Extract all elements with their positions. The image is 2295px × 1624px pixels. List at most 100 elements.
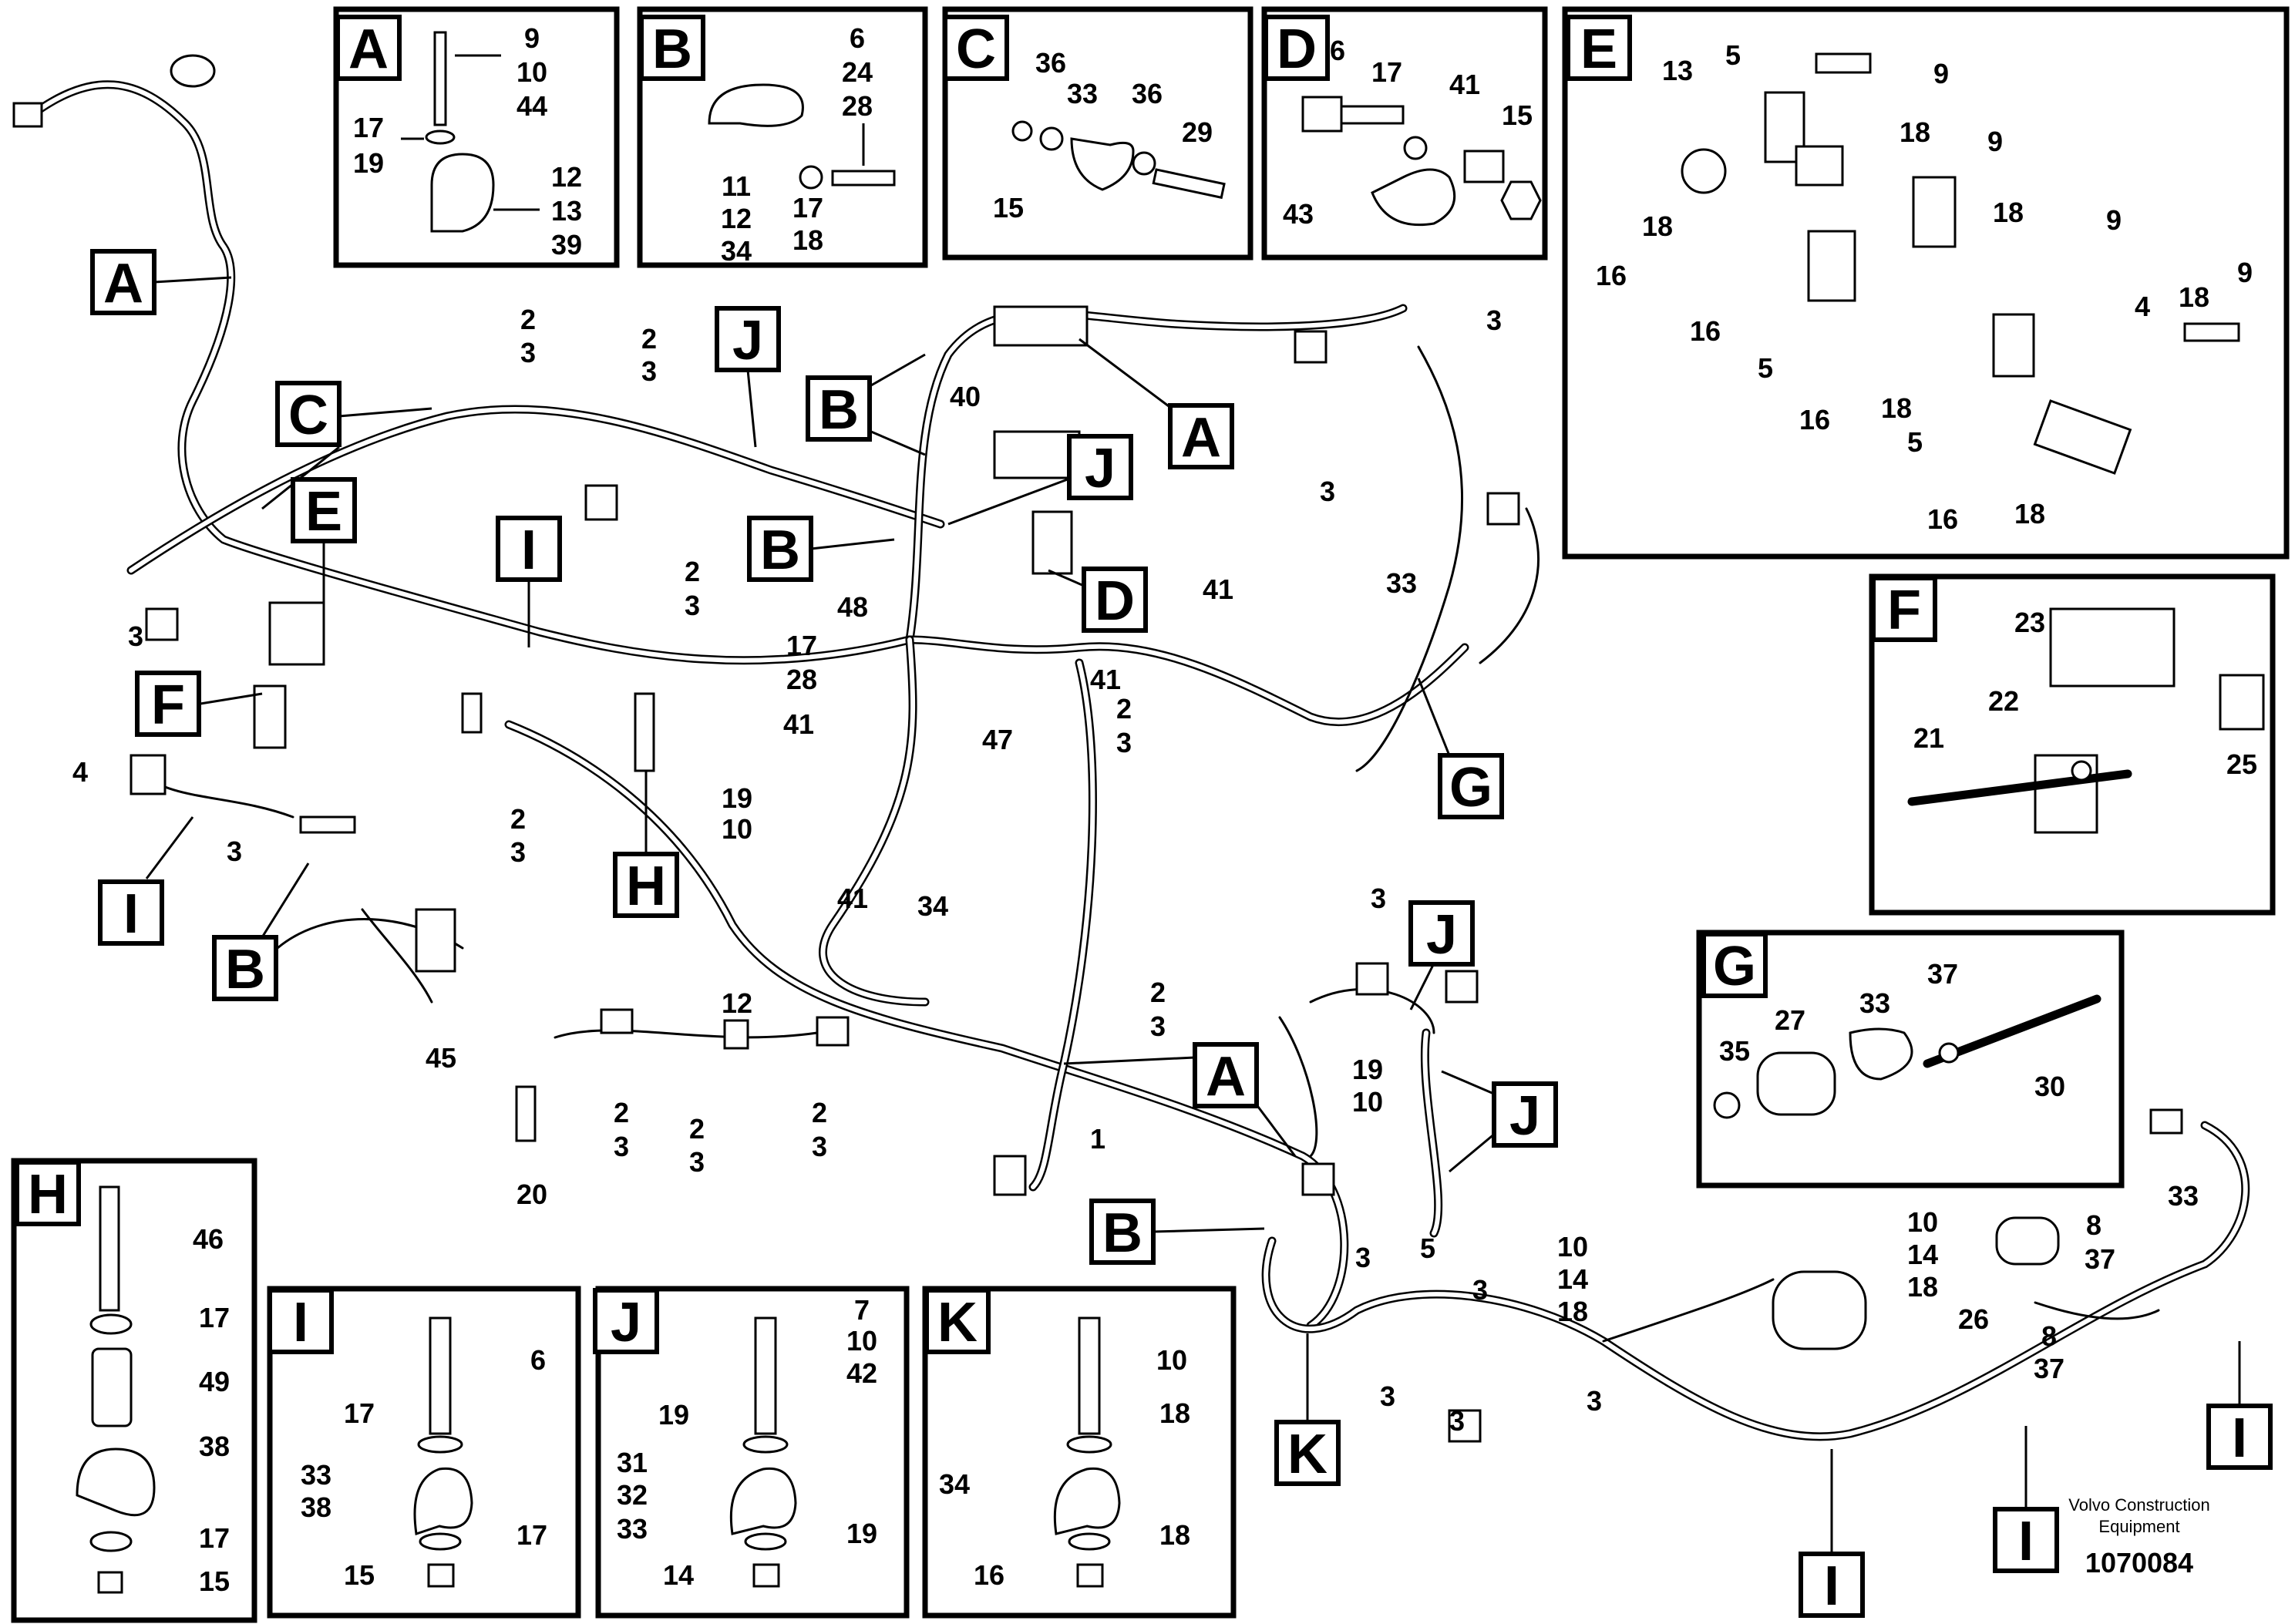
part-number-label: 3: [689, 1146, 705, 1178]
main-callout-box: [1089, 1199, 1156, 1265]
part-number-label: 12: [722, 987, 752, 1019]
part-number-label: 3: [812, 1131, 827, 1162]
part-number-label: 16: [1690, 315, 1721, 347]
part-number-label: 17: [353, 112, 384, 143]
main-callout-letter: G: [1449, 757, 1492, 819]
part-number-label: 15: [199, 1565, 230, 1597]
part-number-label: 48: [837, 591, 868, 623]
part-number-label: 7: [854, 1294, 870, 1326]
part-number-label: 2: [614, 1097, 629, 1128]
part-number-label: 29: [1182, 116, 1213, 148]
main-callout-h: H: [613, 852, 679, 918]
part-number-label: 3: [1150, 1010, 1166, 1042]
main-callout-b: B: [212, 935, 278, 1001]
part-number-label: 23: [2014, 607, 2045, 638]
part-number-label: 3: [227, 836, 242, 867]
main-callout-j: J: [1408, 900, 1475, 967]
part-number-label: 5: [1420, 1232, 1435, 1264]
inset-callout-box: [639, 15, 705, 81]
part-number-label: 36: [1132, 78, 1163, 109]
part-number-label: 19: [658, 1399, 689, 1431]
part-number-label: 27: [1775, 1004, 1805, 1036]
part-number-label: 33: [1386, 567, 1417, 599]
part-number-label: 33: [301, 1459, 331, 1491]
part-number-label: 3: [1320, 476, 1335, 507]
inset-callout-h: H: [15, 1160, 81, 1226]
inset-callout-letter: K: [937, 1292, 978, 1353]
inset-callout-k: K: [924, 1288, 991, 1354]
part-number-label: 17: [199, 1522, 230, 1554]
part-number-label: 19: [722, 782, 752, 814]
part-number-label: 3: [1380, 1380, 1395, 1412]
part-number-label: 6: [850, 22, 865, 54]
part-number-label: 33: [617, 1513, 648, 1545]
inset-callout-f: F: [1871, 576, 1937, 642]
main-callout-box: [1408, 900, 1475, 967]
part-number-label: 18: [1900, 116, 1930, 148]
part-number-label: 4: [72, 756, 88, 788]
part-number-label: 9: [1933, 58, 1949, 89]
part-number-label: 18: [2179, 281, 2209, 313]
part-number-label: 2: [641, 323, 657, 355]
part-number-label: 10: [1557, 1231, 1588, 1263]
part-number-label: 37: [2085, 1243, 2115, 1275]
main-callout-box: [1438, 753, 1504, 819]
part-number-label: 3: [510, 836, 526, 868]
part-number-label: 16: [1799, 404, 1830, 435]
main-callout-letter: I: [521, 519, 537, 581]
part-number-label: 5: [1907, 426, 1923, 458]
main-callout-box: [1993, 1507, 2059, 1573]
part-number-label: 43: [1283, 198, 1314, 230]
part-number-label: 3: [1587, 1385, 1602, 1417]
part-number-label: 15: [344, 1559, 375, 1591]
inset-callout-box: [335, 15, 402, 81]
part-number-label: 5: [1725, 39, 1741, 71]
part-number-label: 2: [1116, 693, 1132, 725]
main-callout-e: E: [291, 477, 357, 543]
main-callout-box: [1492, 1081, 1558, 1148]
main-callout-box: [747, 516, 813, 582]
main-callout-letter: A: [103, 253, 143, 314]
main-callout-letter: A: [1181, 407, 1221, 469]
part-number-label: 25: [2226, 748, 2257, 780]
main-callout-letter: I: [123, 883, 139, 945]
main-callout-box: [90, 249, 156, 315]
inset-callout-b: B: [639, 15, 705, 81]
main-callout-letter: H: [626, 856, 666, 917]
part-number-label: 18: [792, 224, 823, 256]
main-callout-a: A: [1168, 403, 1234, 469]
part-number-label: 10: [1907, 1206, 1938, 1238]
part-number-label: 10: [517, 56, 547, 88]
part-number-label: 17: [792, 192, 823, 224]
part-number-label: 20: [517, 1178, 547, 1210]
part-number-label: 22: [1988, 685, 2019, 717]
part-number-label: 18: [2014, 498, 2045, 530]
part-number-label: 33: [1067, 78, 1098, 109]
company-line-2: Equipment: [2098, 1517, 2179, 1536]
part-number-label: 17: [786, 630, 817, 661]
part-number-label: 38: [301, 1491, 331, 1523]
part-number-label: 4: [2135, 291, 2150, 322]
part-number-label: 32: [617, 1479, 648, 1511]
part-number-label: 2: [685, 556, 700, 587]
part-number-label: 10: [722, 813, 752, 845]
main-callout-box: [806, 375, 872, 442]
main-callout-f: F: [135, 671, 201, 737]
part-number-label: 2: [520, 304, 536, 335]
part-number-label: 9: [2106, 204, 2122, 236]
main-callout-letter: B: [225, 939, 265, 1000]
part-number-label: 45: [426, 1042, 456, 1074]
part-number-label: 19: [353, 147, 384, 179]
part-number-label: 26: [1958, 1303, 1989, 1335]
part-number-label: 49: [199, 1366, 230, 1397]
part-number-label: 31: [617, 1447, 648, 1478]
inset-callout-letter: E: [1580, 18, 1617, 80]
inset-callout-box: [1264, 15, 1330, 81]
main-callout-box: [1082, 567, 1148, 633]
part-number-label: 17: [199, 1302, 230, 1333]
part-number-label: 17: [1371, 56, 1402, 88]
main-callout-box: [212, 935, 278, 1001]
part-number-label: 1: [1090, 1123, 1105, 1155]
part-number-label: 36: [1035, 47, 1066, 79]
part-number-label: 9: [1987, 126, 2003, 157]
